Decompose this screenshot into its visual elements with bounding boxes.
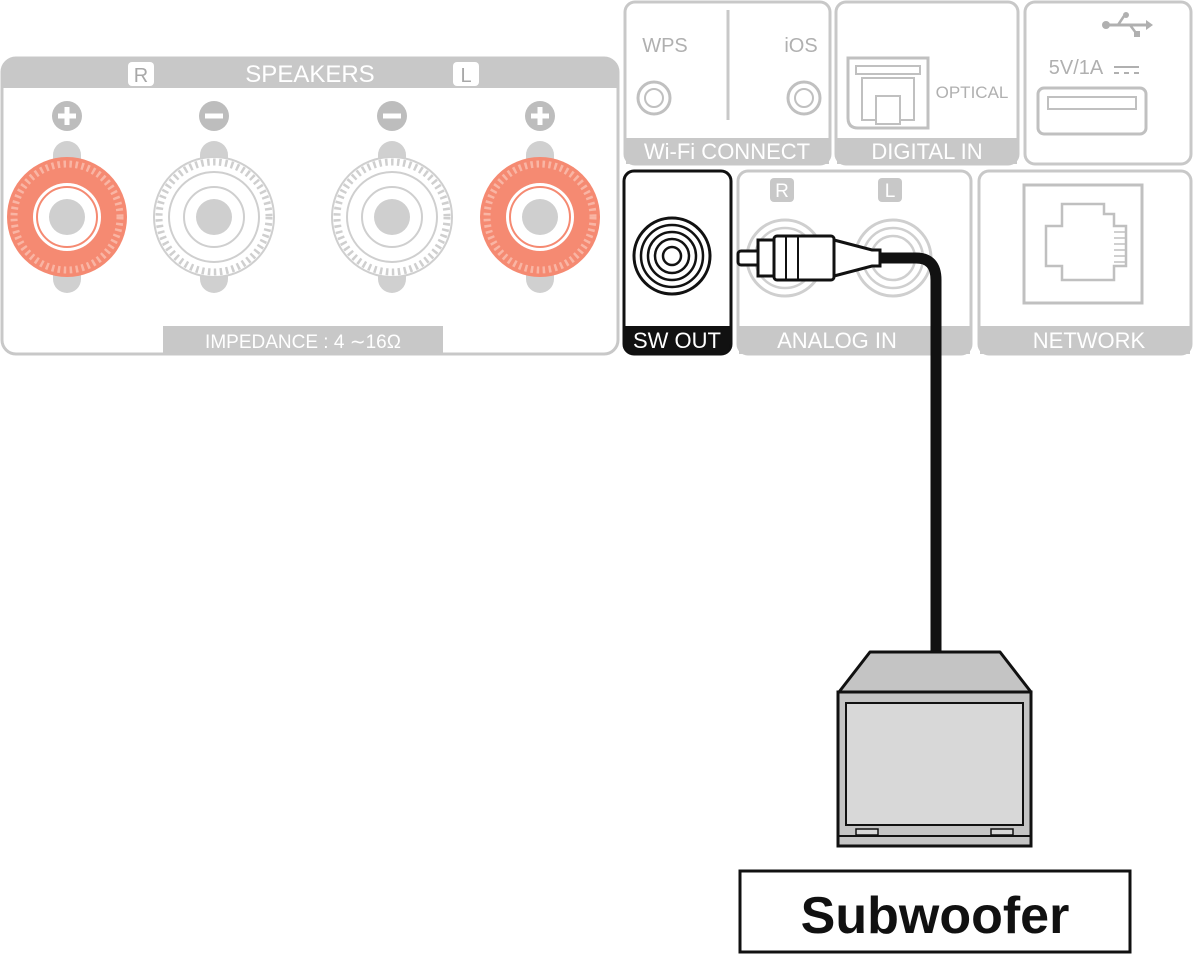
usb-icon	[1102, 12, 1153, 37]
usb-panel: 5V/1A	[1023, 0, 1193, 166]
subwoofer-caption: Subwoofer	[801, 887, 1070, 945]
subwoofer-caption-box: Subwoofer	[738, 869, 1132, 954]
plus-icon	[52, 101, 82, 131]
sw-out-label: SW OUT	[633, 328, 721, 353]
network-panel: NETWORK	[977, 169, 1193, 356]
minus-icon	[199, 101, 229, 131]
subwoofer-cable	[876, 252, 942, 652]
optical-label: OPTICAL	[936, 83, 1009, 102]
impedance-label: IMPEDANCE : 4 ∼16Ω	[205, 332, 401, 353]
dc-symbol-icon	[1114, 66, 1139, 74]
plus-icon	[525, 101, 555, 131]
speakers-right-badge-box	[128, 62, 154, 86]
optical-port	[846, 56, 930, 130]
speakers-right-badge: R	[134, 65, 148, 87]
speakers-panel: R SPEAKERS L IMPEDANCE : 4 ∼16Ω	[0, 56, 620, 356]
wifi-connect-label: Wi-Fi CONNECT	[644, 139, 810, 164]
wifi-connect-panel: WPS iOS Wi-Fi CONNECT	[623, 0, 832, 166]
usb-port	[1036, 86, 1148, 136]
analog-right-badge: R	[775, 181, 789, 202]
wps-label: WPS	[642, 35, 688, 57]
rca-plug	[736, 234, 882, 282]
ethernet-port	[1022, 183, 1144, 305]
speakers-left-badge-box	[453, 62, 479, 86]
speakers-left-badge: L	[460, 65, 471, 87]
ios-label: iOS	[784, 35, 817, 57]
sw-out-panel: SW OUT	[622, 169, 733, 356]
digital-in-label: DIGITAL IN	[871, 139, 982, 164]
impedance-bar	[163, 326, 443, 354]
analog-left-badge: L	[885, 181, 896, 202]
digital-in-panel: OPTICAL DIGITAL IN	[834, 0, 1020, 166]
network-label: NETWORK	[1033, 328, 1146, 353]
sw-out-jack	[632, 216, 712, 296]
minus-icon	[377, 101, 407, 131]
ios-button	[786, 80, 822, 116]
speakers-title: SPEAKERS	[245, 61, 374, 88]
analog-in-label: ANALOG IN	[777, 328, 897, 353]
usb-rating-label: 5V/1A	[1049, 57, 1104, 79]
subwoofer-speaker	[836, 650, 1033, 848]
wps-button	[636, 80, 672, 116]
